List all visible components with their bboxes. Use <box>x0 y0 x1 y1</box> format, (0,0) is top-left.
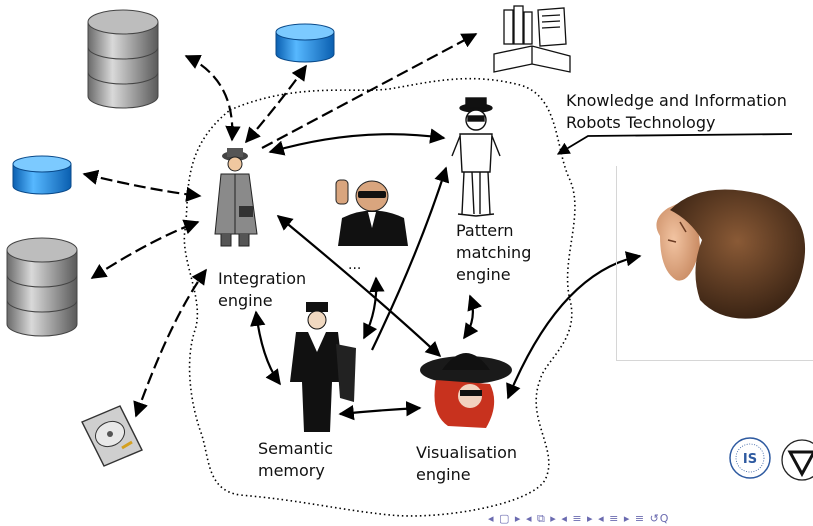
head-image-frame <box>616 166 813 361</box>
arrow-disk-to-integration <box>133 268 207 418</box>
arrow-ellipsis-to-butler <box>363 276 385 340</box>
faculty-seal-logo <box>781 439 813 481</box>
arrow-db-top-to-spy <box>184 55 241 142</box>
integration-engine-label: Integration engine <box>218 269 307 310</box>
nav-prev-subsection-icon[interactable]: ◂ ⧉ ▸ <box>525 512 557 525</box>
nav-prev-section-icon[interactable]: ◂ ≡ ▸ <box>561 512 594 525</box>
database-blue-icon <box>12 155 72 195</box>
arrow-visual-to-head <box>506 251 642 400</box>
connection-arrows <box>82 33 793 421</box>
semantic-memory-label: Semantic memory <box>258 439 334 480</box>
pattern-matching-engine-label: Pattern matching engine <box>456 221 532 284</box>
nav-prev-frame-icon[interactable]: ◂ ▢ ▸ <box>488 512 522 525</box>
database-blue-icon <box>275 23 335 63</box>
kirobots-label: Knowledge and Information Robots Technol… <box>566 91 787 132</box>
detective-woman-icon <box>420 353 512 428</box>
ellipsis-label: ... <box>348 257 362 273</box>
hard-disk-icon <box>81 405 143 467</box>
arrow-pattern-to-visual <box>463 294 482 340</box>
talking-head-image <box>656 189 806 319</box>
nav-search-icon[interactable]: ↺Q <box>649 512 670 525</box>
spy-agent-icon <box>214 148 258 247</box>
visualisation-engine-label: Visualisation engine <box>416 443 517 484</box>
beamer-nav-bar[interactable]: ◂ ▢ ▸ ◂ ⧉ ▸ ◂ ≡ ▸ ◂ ≡ ▸ ≡ ↺Q <box>488 512 669 526</box>
nav-next-section-icon[interactable]: ◂ ≡ ▸ <box>598 512 631 525</box>
institute-seal-logo: IS <box>729 437 771 479</box>
arrow-bluedb-to-spy <box>244 64 307 144</box>
arrow-kirobots-pointer <box>556 133 793 155</box>
system-boundary-cloud <box>183 77 576 517</box>
arrow-spy-to-pattern <box>268 128 446 156</box>
masked-man-icon <box>451 97 501 217</box>
arrow-bluedb-left-to-spy <box>82 169 202 202</box>
database-gray-icon <box>6 237 78 337</box>
arrow-integration-to-semantic <box>250 310 281 386</box>
svg-text:IS: IS <box>743 452 757 467</box>
database-gray-icon <box>87 9 159 109</box>
security-guard-icon <box>335 179 408 246</box>
arrow-db-left-to-spy <box>90 219 200 279</box>
arrow-semantic-to-pattern <box>371 166 450 351</box>
nav-toc-icon[interactable]: ≡ <box>634 512 646 525</box>
books-icon <box>493 5 571 73</box>
arrow-semantic-to-visual <box>338 401 422 421</box>
